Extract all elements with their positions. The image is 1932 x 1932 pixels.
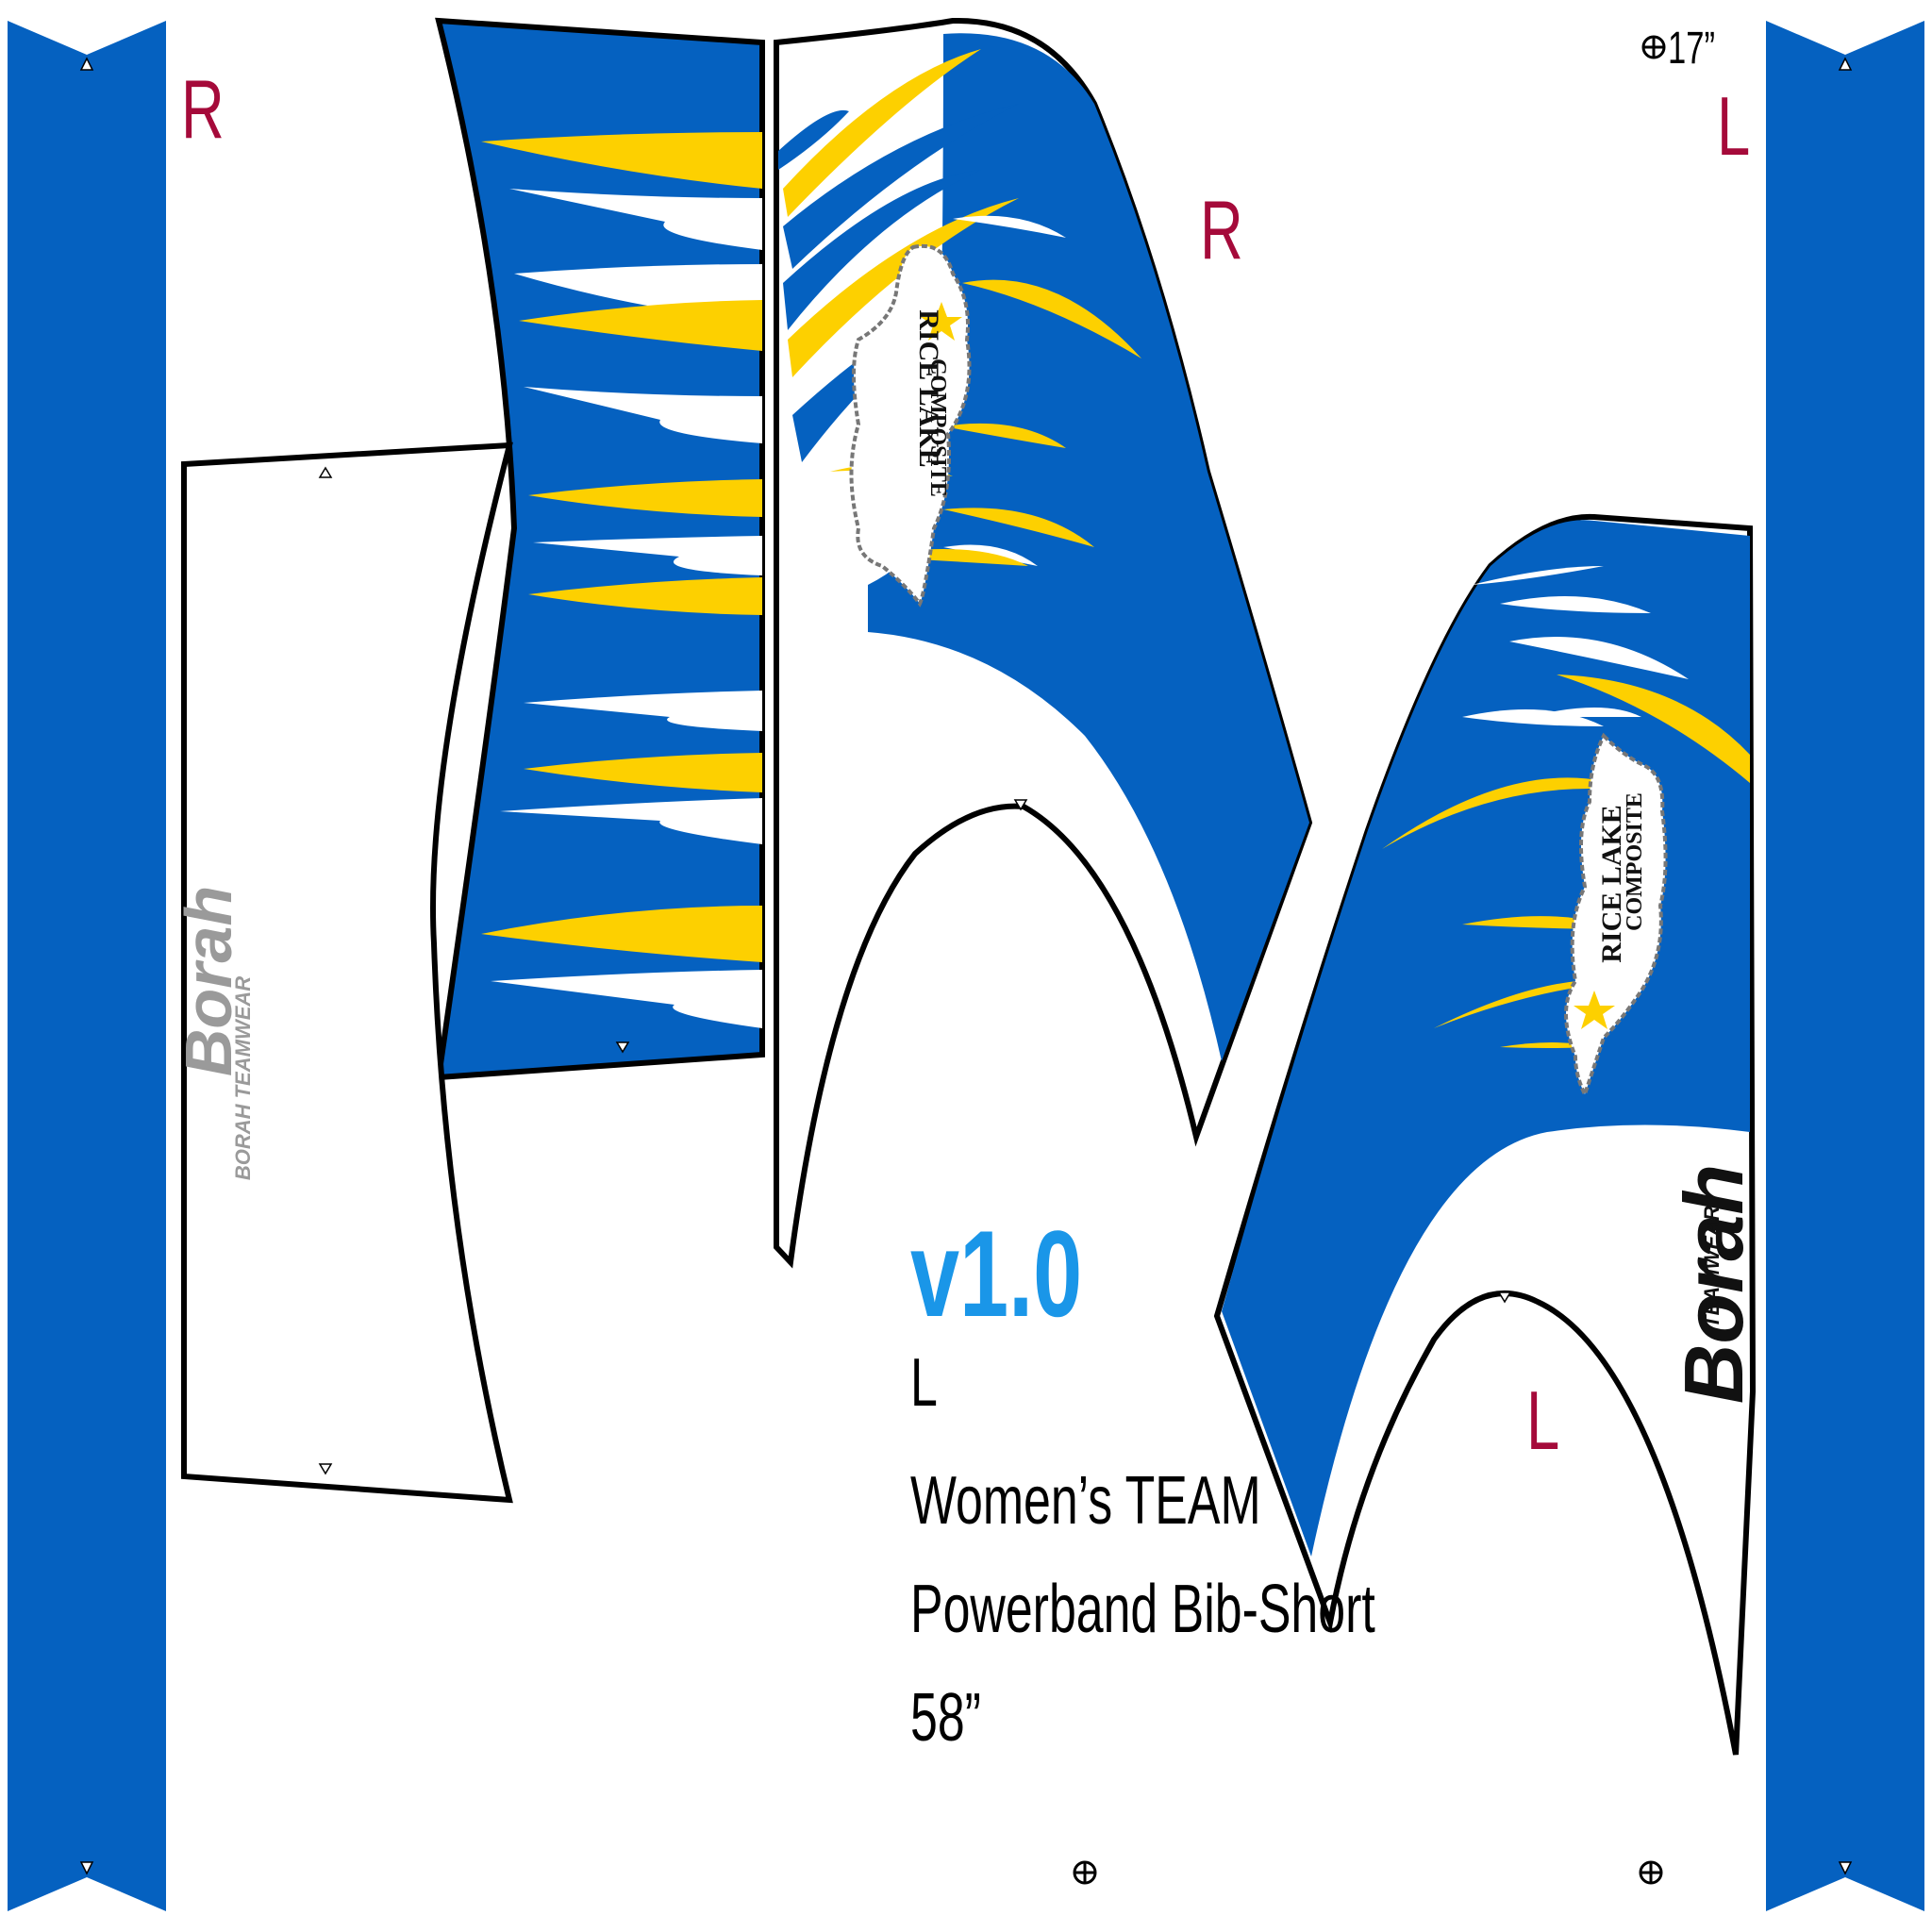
side-label-upper-panel: R bbox=[1200, 183, 1243, 276]
registration-mark-icon bbox=[1641, 35, 1666, 59]
emblem-upper-line2: COMPOSITE bbox=[924, 358, 950, 497]
lower-main-panel bbox=[1213, 513, 1757, 1756]
star-icon bbox=[1574, 991, 1615, 1029]
side-label-left-strap: R bbox=[181, 62, 225, 156]
size-label: L bbox=[910, 1345, 938, 1421]
product-line2: Powerband Bib-Short bbox=[910, 1572, 1375, 1647]
emblem-upper bbox=[849, 243, 972, 608]
side-label-top-right: L bbox=[1717, 79, 1751, 173]
left-strap-panel bbox=[8, 21, 166, 1911]
side-label-lower-panel: L bbox=[1526, 1374, 1560, 1467]
registration-mark-icon bbox=[1073, 1860, 1097, 1885]
measurement-17-label: 17” bbox=[1668, 24, 1715, 74]
product-line1: Women’s TEAM bbox=[910, 1463, 1261, 1539]
registration-mark-icon bbox=[1639, 1860, 1663, 1885]
length-label: 58” bbox=[910, 1680, 981, 1756]
brand-sub-black: TEAMWEAR bbox=[1699, 1206, 1724, 1328]
white-side-panel bbox=[181, 441, 513, 1504]
brand-tagline-grey: BORAH TEAMWEAR bbox=[231, 975, 256, 1181]
right-strap-panel bbox=[1766, 21, 1924, 1911]
star-icon bbox=[921, 302, 962, 341]
version-label: v1.0 bbox=[910, 1205, 1083, 1342]
emblem-lower-line2: COMPOSITE bbox=[1622, 792, 1647, 931]
striped-panel bbox=[435, 17, 765, 1081]
notch-marker-icon bbox=[79, 57, 1853, 1875]
